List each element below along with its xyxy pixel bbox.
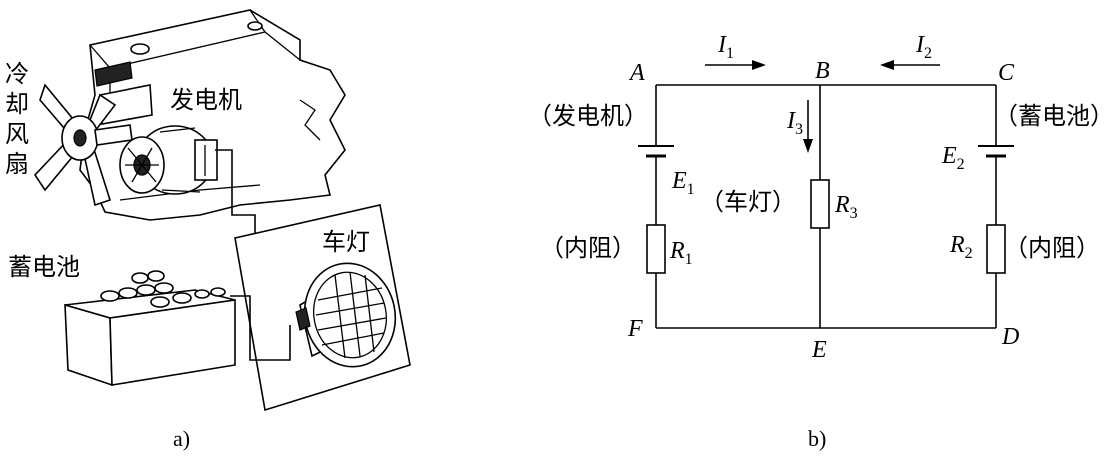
node-b: B	[815, 58, 830, 84]
resistor-label-r2: R2	[949, 232, 973, 262]
current-label-i3: I3	[786, 108, 803, 138]
emf-label-e1: E1	[671, 168, 695, 198]
generator-label: 发电机	[170, 86, 242, 114]
current-label-i1: I1	[717, 32, 734, 62]
fan-label-char-4: 扇	[5, 150, 29, 178]
panel-a: 冷 却 风 扇 发电机 蓄电池 车灯 a)	[5, 9, 411, 451]
current-arrow-i1	[705, 60, 766, 70]
fan-label-char-3: 风	[5, 120, 29, 148]
label-lamp: （车灯）	[700, 188, 796, 216]
current-label-i2: I2	[915, 32, 932, 62]
headlamp	[295, 262, 397, 368]
engine-block	[79, 9, 346, 221]
current-arrow-i2	[880, 60, 940, 70]
emf-label-e2: E2	[941, 143, 965, 173]
label-internal-left: （内阻）	[540, 234, 636, 262]
label-battery: （蓄电池）	[994, 102, 1111, 130]
node-d: D	[1001, 324, 1019, 350]
lamp-label: 车灯	[322, 228, 370, 256]
node-c: C	[998, 60, 1015, 86]
panel-b: A B C D E F I1 I2 I3 E1 E2 R1 R2 R3 （发电机…	[528, 32, 1111, 451]
resistor-label-r3: R3	[834, 192, 858, 222]
alternator	[119, 125, 218, 195]
node-f: F	[627, 316, 643, 342]
caption-a: a)	[173, 426, 190, 451]
fan-label-char-2: 却	[5, 90, 29, 118]
resistor-r3	[810, 179, 830, 229]
caption-b: b)	[808, 426, 826, 451]
label-internal-right: （内阻）	[1004, 234, 1100, 262]
node-e: E	[811, 337, 827, 363]
fan-label-char-1: 冷	[5, 60, 29, 88]
resistor-r1	[646, 224, 666, 274]
node-a: A	[628, 60, 645, 86]
current-arrow-i3	[803, 100, 813, 153]
label-generator: （发电机）	[528, 102, 648, 130]
cooling-fan	[33, 83, 133, 207]
battery-label: 蓄电池	[8, 253, 80, 281]
cable-battery-lamp	[230, 295, 291, 361]
battery	[64, 270, 236, 387]
resistor-r2	[986, 224, 1006, 274]
resistor-label-r1: R1	[669, 238, 693, 268]
